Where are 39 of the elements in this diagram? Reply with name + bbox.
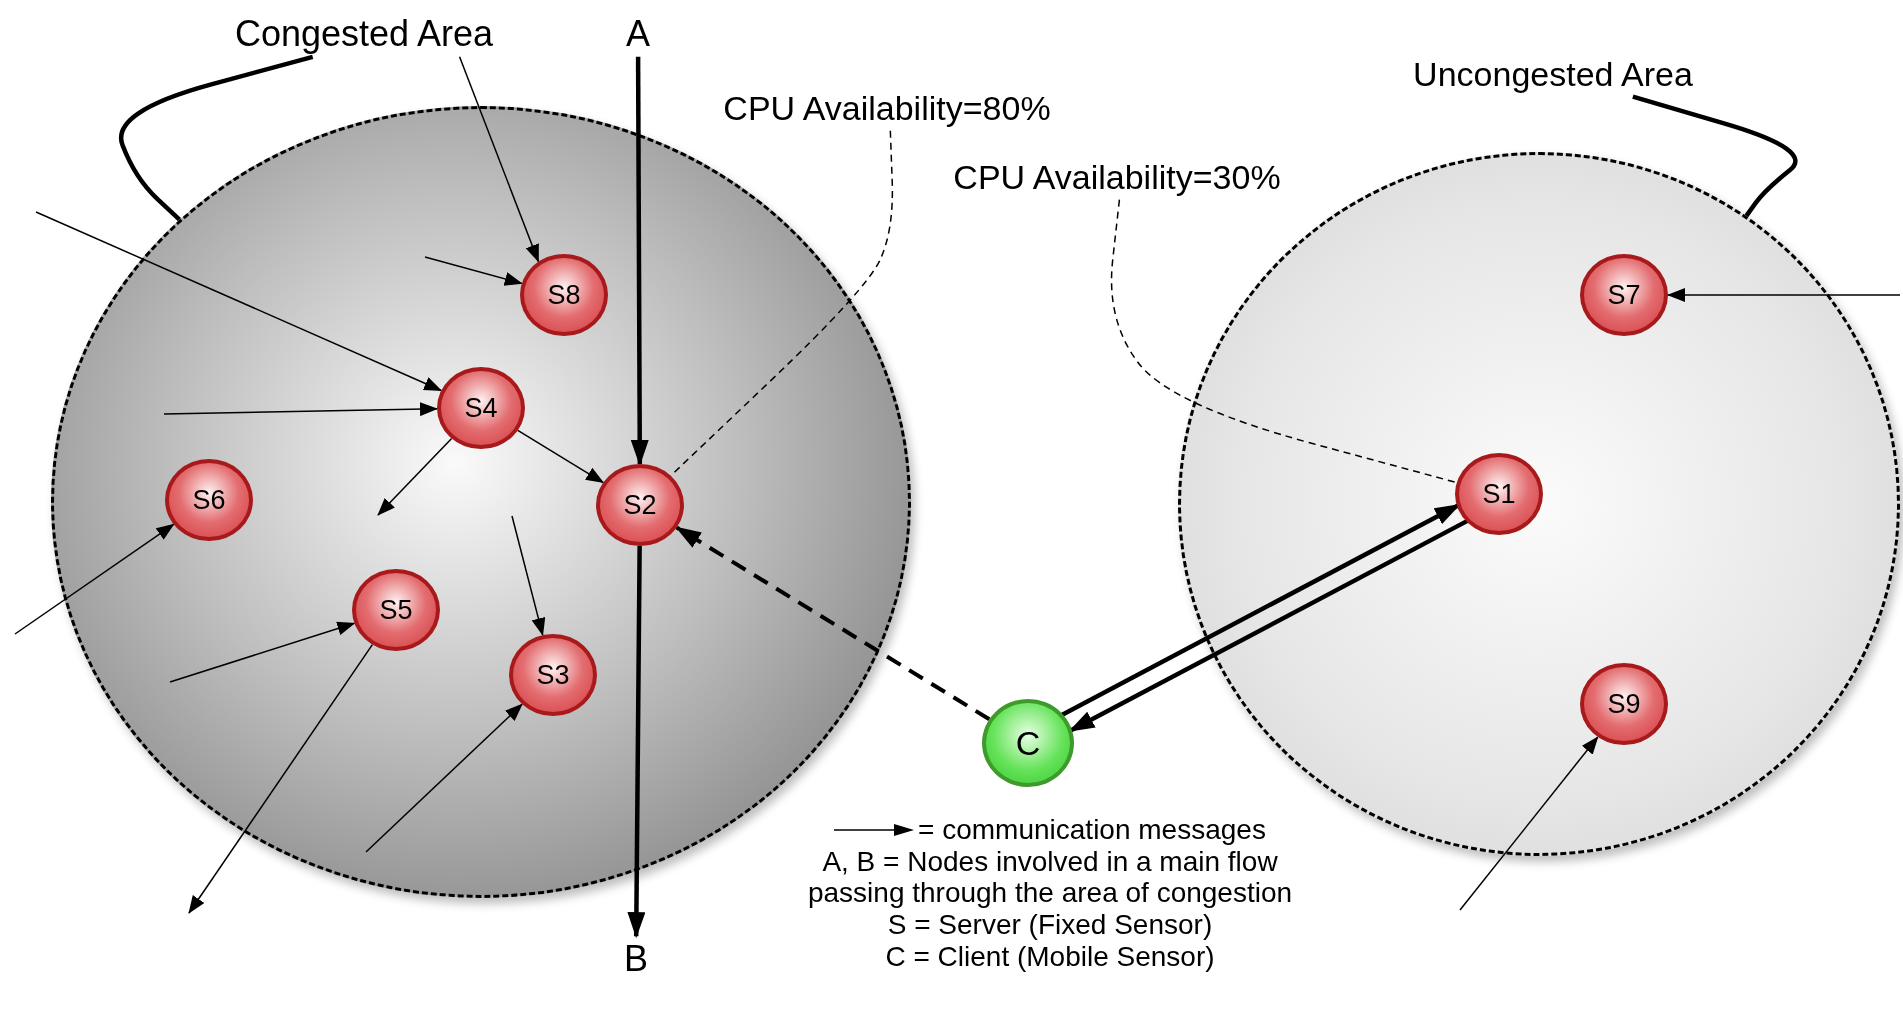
arrow <box>377 437 453 516</box>
legend-text: = communication messages <box>918 814 1266 846</box>
server-node: S5 <box>352 569 440 651</box>
server-node: S8 <box>520 254 608 336</box>
node-label: Uncongested Area <box>1413 56 1693 94</box>
server-node: S9 <box>1580 663 1668 745</box>
arrow <box>511 515 546 637</box>
arrow <box>188 643 374 914</box>
arrow <box>365 703 523 853</box>
arrow <box>424 256 523 286</box>
server-node: S7 <box>1580 254 1668 336</box>
arrow <box>169 621 356 683</box>
arrow <box>163 402 438 417</box>
node-label: Congested Area <box>234 14 494 54</box>
arrow <box>1459 736 1599 911</box>
legend-text: S = Server (Fixed Sensor) <box>887 908 1213 941</box>
arrow <box>675 525 991 721</box>
legend-text: A, B = Nodes involved in a main flow passing through the area of congestion <box>806 845 1294 909</box>
node-label: A <box>626 14 650 54</box>
arrow <box>1667 288 1901 302</box>
server-node: S3 <box>509 634 597 716</box>
server-node: S6 <box>165 459 253 541</box>
node-label: B <box>624 939 648 979</box>
server-node: S1 <box>1455 453 1543 535</box>
leader-line <box>1632 94 1798 218</box>
legend-text: C = Client (Mobile Sensor) <box>885 940 1215 973</box>
node-label: CPU Availability=30% <box>953 159 1281 197</box>
node-label: CPU Availability=80% <box>723 90 1051 128</box>
arrow <box>35 211 443 392</box>
leader-line <box>119 54 314 222</box>
leader-line <box>1110 198 1458 484</box>
server-node: S2 <box>596 464 684 546</box>
arrow <box>630 56 649 466</box>
arrow <box>458 56 540 263</box>
arrow <box>14 523 175 635</box>
arrow <box>627 545 646 939</box>
arrow <box>517 429 605 484</box>
client-node: C <box>982 699 1074 787</box>
server-node: S4 <box>437 367 525 449</box>
